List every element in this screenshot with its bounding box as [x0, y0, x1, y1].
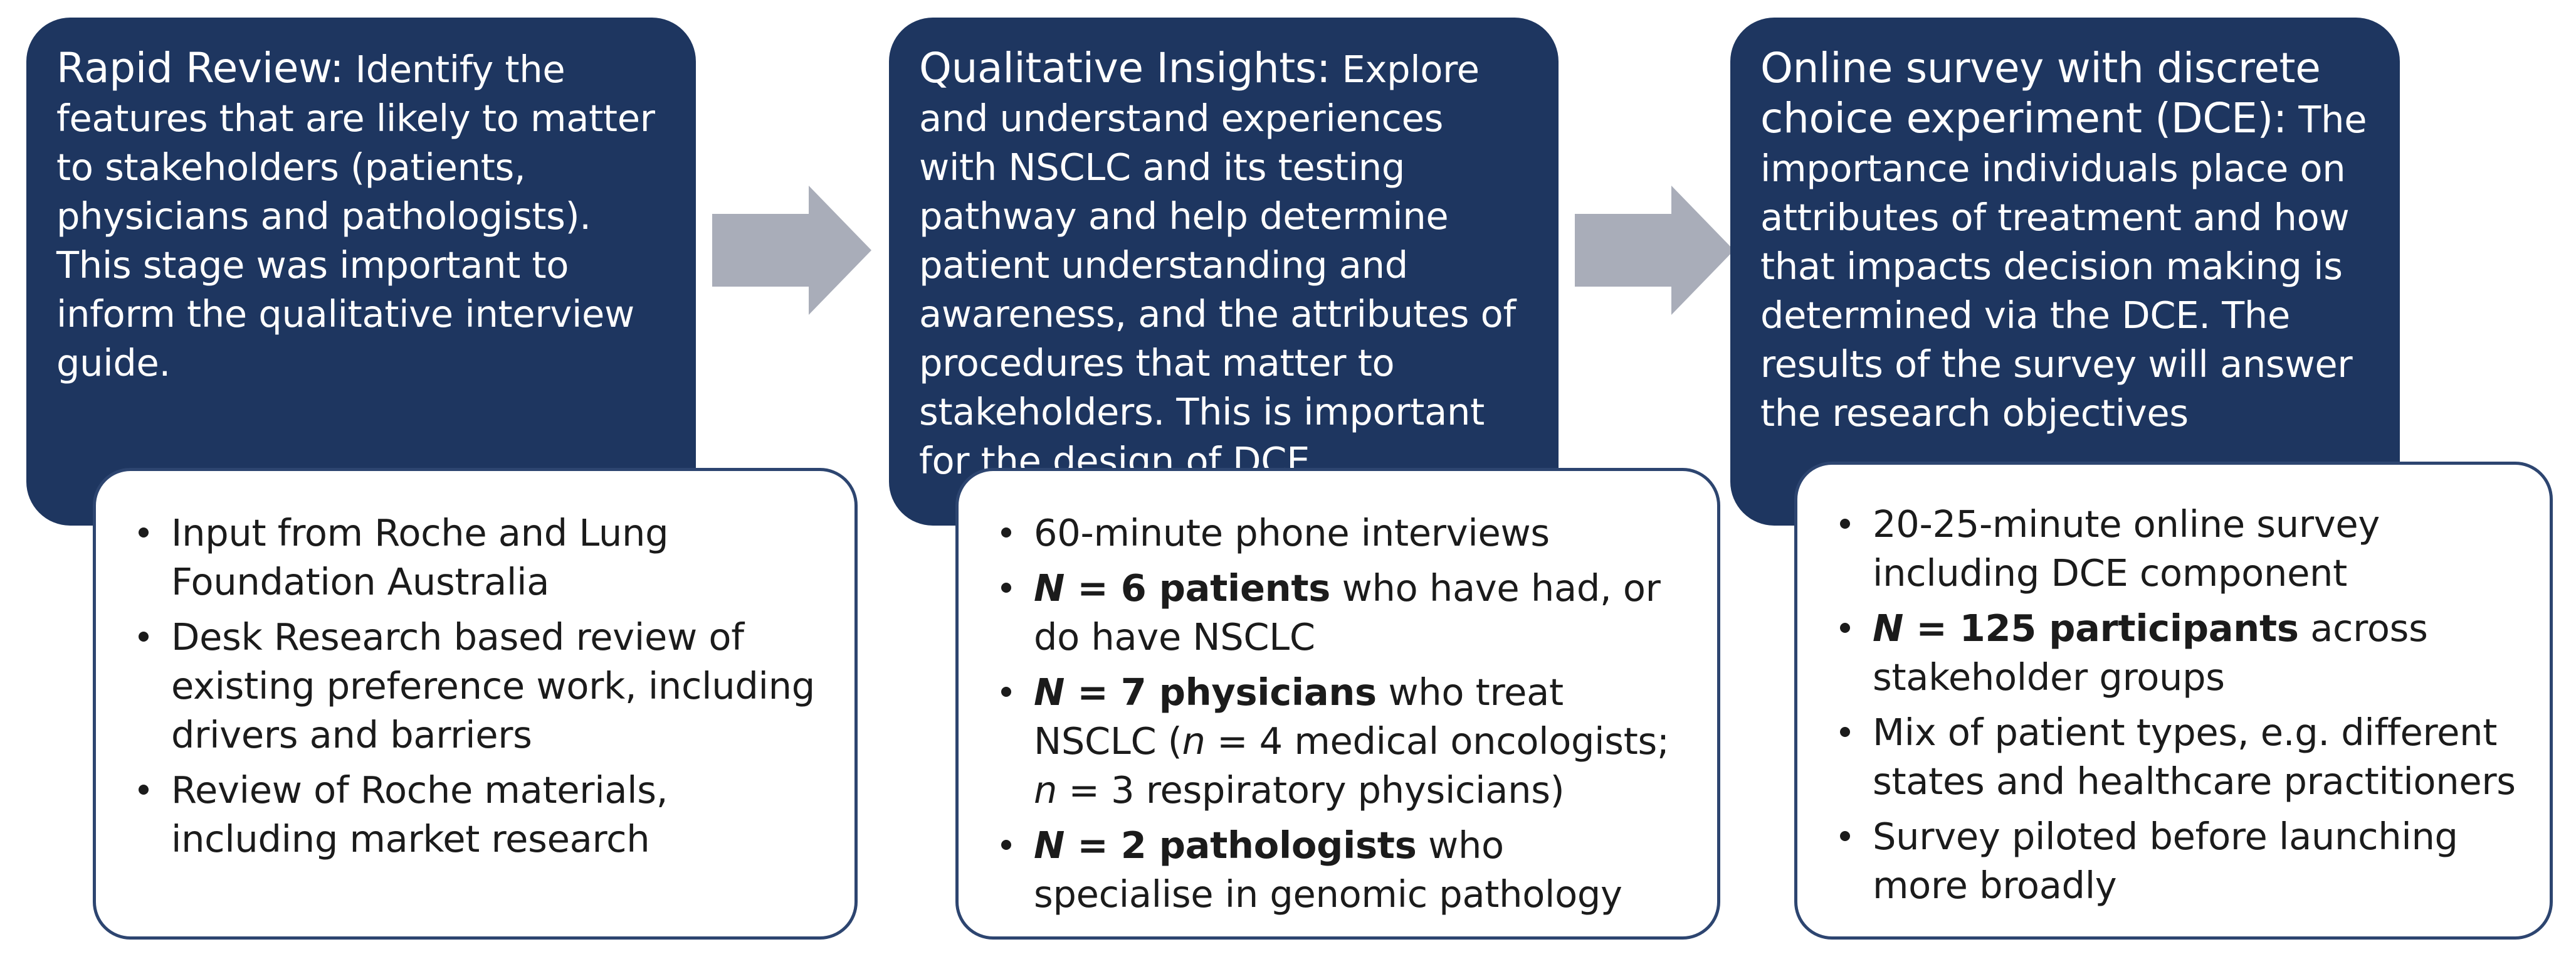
stage-2-bullet-list: 60-minute phone interviews N = 6 patient… [994, 509, 1692, 919]
list-item: N = 125 participants across stakeholder … [1832, 604, 2525, 702]
stage-1-title-sep: : [330, 44, 344, 92]
bullet-icon [1840, 727, 1850, 737]
stage-2-description: Explore and understand experiences with … [919, 48, 1516, 482]
bullet-icon [139, 785, 149, 795]
bullet-icon [139, 527, 149, 538]
stage-3-header: Online survey with discrete choice exper… [1730, 18, 2400, 526]
stage-1-bullet-list: Input from Roche and Lung Foundation Aus… [131, 509, 829, 864]
list-item: Input from Roche and Lung Foundation Aus… [131, 509, 829, 607]
bullet-icon [1840, 623, 1850, 633]
list-item: N = 2 pathologists who specialise in gen… [994, 821, 1692, 919]
stage-1-description: Identify the features that are likely to… [56, 48, 655, 384]
stage-2-title-sep: : [1317, 44, 1331, 92]
stage-2-details: 60-minute phone interviews N = 6 patient… [955, 468, 1720, 940]
bullet-icon [1001, 840, 1011, 850]
stage-1-header: Rapid Review: Identify the features that… [26, 18, 696, 526]
bullet-icon [1840, 519, 1850, 529]
bullet-icon [1001, 687, 1011, 697]
stage-2-header: Qualitative Insights: Explore and unders… [889, 18, 1559, 526]
bullet-icon [1001, 527, 1011, 538]
list-item: Survey piloted before launching more bro… [1832, 812, 2525, 910]
bullet-icon [1840, 831, 1850, 841]
list-item: Review of Roche materials, including mar… [131, 766, 829, 864]
list-item: 60-minute phone interviews [994, 509, 1692, 558]
stage-2-title: Qualitative Insights [919, 44, 1317, 92]
list-item: 20-25-minute online survey including DCE… [1832, 500, 2525, 598]
list-item: N = 6 patients who have had, or do have … [994, 564, 1692, 662]
stage-3-title: Online survey with discrete choice exper… [1760, 44, 2321, 142]
stage-3-title-sep: : [2273, 94, 2287, 142]
right-arrow-icon [1575, 186, 1734, 315]
list-item: N = 7 physicians who treat NSCLC (n = 4 … [994, 668, 1692, 815]
stage-3-bullet-list: 20-25-minute online survey including DCE… [1832, 500, 2525, 910]
list-item: Mix of patient types, e.g. different sta… [1832, 708, 2525, 806]
stage-1-details: Input from Roche and Lung Foundation Aus… [93, 468, 858, 940]
list-item: Desk Research based review of existing p… [131, 613, 829, 760]
stage-1-title: Rapid Review [56, 44, 330, 92]
bullet-icon [139, 632, 149, 642]
stage-3-description: The importance individuals place on attr… [1760, 98, 2367, 435]
right-arrow-icon [712, 186, 871, 315]
stage-3-details: 20-25-minute online survey including DCE… [1794, 462, 2553, 940]
bullet-icon [1001, 583, 1011, 593]
